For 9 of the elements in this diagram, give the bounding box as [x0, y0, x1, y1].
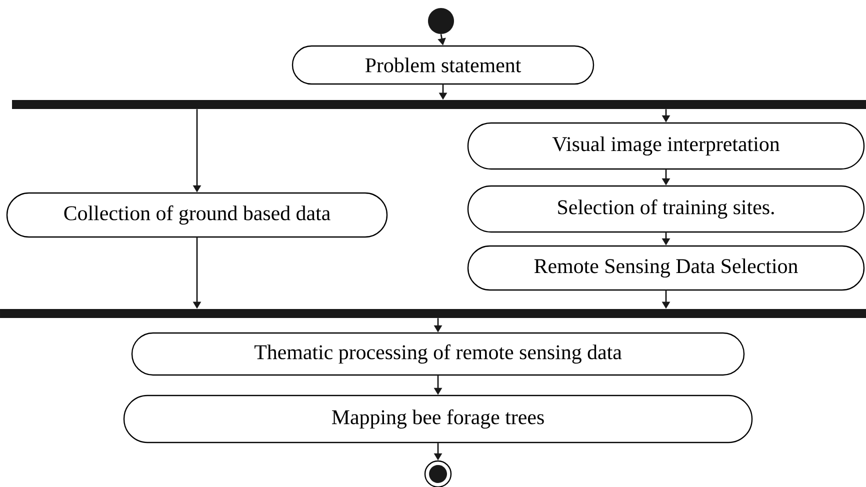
activity-box: Thematic processing of remote sensing data [131, 332, 745, 376]
activity-box: Visual image interpretation [467, 122, 865, 170]
activity-box: Collection of ground based data [6, 192, 388, 238]
activity-box: Selection of training sites. [467, 185, 865, 233]
start-node [428, 8, 454, 34]
end-node [424, 460, 452, 487]
activity-box: Remote Sensing Data Selection [467, 245, 865, 291]
activity-box: Problem statement [292, 45, 594, 85]
activity-box: Mapping bee forage trees [123, 394, 753, 444]
